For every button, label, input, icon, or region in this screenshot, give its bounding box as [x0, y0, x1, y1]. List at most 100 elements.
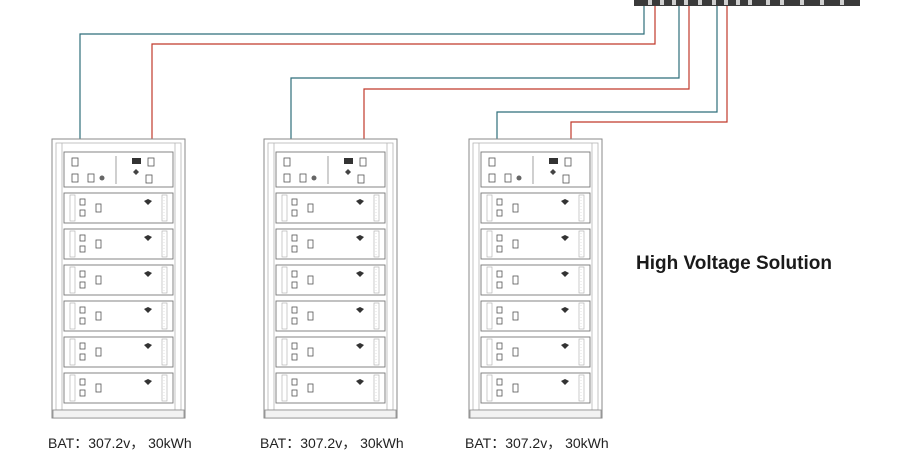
- inverter-body: [634, 0, 860, 6]
- module-handle: [281, 338, 288, 366]
- switch-icon: [311, 175, 317, 181]
- port-icon: [496, 198, 503, 206]
- module-handle: [281, 374, 288, 402]
- negative-cable: [290, 6, 680, 160]
- module-handle: [69, 338, 76, 366]
- module-body: [480, 372, 591, 404]
- battery-module: [275, 192, 386, 224]
- module-body: [480, 264, 591, 296]
- module-handle: [578, 266, 585, 294]
- battery-module: [275, 228, 386, 260]
- module-body: [63, 372, 174, 404]
- switch-icon: [144, 343, 152, 349]
- inverter-terminal: [766, 0, 770, 5]
- port-icon: [79, 209, 86, 217]
- positive-cable: [363, 6, 690, 160]
- switch-icon: [144, 307, 152, 313]
- module-handle: [281, 266, 288, 294]
- port-icon: [307, 275, 314, 285]
- module-handle: [69, 374, 76, 402]
- terminal-icon: [562, 174, 570, 184]
- port-icon: [307, 239, 314, 249]
- switch-icon: [356, 379, 364, 385]
- port-icon: [512, 311, 519, 321]
- module-body: [480, 336, 591, 368]
- module-body: [275, 192, 386, 224]
- module-handle: [281, 302, 288, 330]
- inverter-terminal: [820, 0, 824, 5]
- inverter-terminal: [648, 0, 652, 5]
- battery-module: [63, 300, 174, 332]
- module-handle: [373, 230, 380, 258]
- inverter-terminal: [736, 0, 740, 5]
- port-icon: [512, 347, 519, 357]
- battery-rack: [468, 138, 603, 419]
- port-icon: [496, 270, 503, 278]
- switch-icon: [99, 175, 105, 181]
- module-handle: [161, 302, 168, 330]
- port-icon: [79, 342, 86, 350]
- port-icon: [95, 275, 102, 285]
- inverter: [634, 0, 860, 6]
- port-icon: [95, 347, 102, 357]
- module-handle: [578, 302, 585, 330]
- switch-icon: [516, 175, 522, 181]
- port-icon: [291, 209, 298, 217]
- terminal-icon: [145, 174, 153, 184]
- terminal-icon: [147, 157, 155, 167]
- switch-icon: [356, 271, 364, 277]
- module-handle: [486, 302, 493, 330]
- module-handle: [578, 230, 585, 258]
- module-handle: [486, 374, 493, 402]
- module-handle: [161, 230, 168, 258]
- module-handle: [578, 194, 585, 222]
- terminal-icon: [299, 173, 307, 183]
- module-handle: [486, 338, 493, 366]
- port-icon: [291, 306, 298, 314]
- inverter-terminal: [712, 0, 716, 5]
- port-icon: [79, 389, 86, 397]
- breaker-icon: [550, 169, 556, 175]
- module-body: [480, 228, 591, 260]
- port-icon: [291, 353, 298, 361]
- switch-icon: [356, 199, 364, 205]
- terminal-icon: [488, 173, 496, 183]
- terminal-icon: [504, 173, 512, 183]
- battery-module: [63, 264, 174, 296]
- negative-cable: [79, 6, 645, 160]
- terminal-icon: [564, 157, 572, 167]
- rack-label-3: BAT：307.2v， 30kWh: [465, 435, 609, 451]
- port-icon: [79, 245, 86, 253]
- battery-module: [63, 228, 174, 260]
- port-icon: [291, 281, 298, 289]
- port-icon: [291, 389, 298, 397]
- port-icon: [291, 198, 298, 206]
- battery-module: [275, 300, 386, 332]
- diagram-title: High Voltage Solution: [636, 253, 832, 274]
- port-icon: [307, 203, 314, 213]
- battery-module: [480, 264, 591, 296]
- port-icon: [496, 209, 503, 217]
- port-icon: [496, 389, 503, 397]
- terminal-icon: [71, 157, 79, 167]
- module-handle: [373, 374, 380, 402]
- terminal-icon: [488, 157, 496, 167]
- inverter-terminal: [698, 0, 702, 5]
- switch-icon: [356, 343, 364, 349]
- module-body: [275, 372, 386, 404]
- battery-module: [480, 372, 591, 404]
- port-icon: [79, 306, 86, 314]
- switch-icon: [356, 235, 364, 241]
- port-icon: [291, 378, 298, 386]
- module-body: [63, 228, 174, 260]
- module-body: [275, 264, 386, 296]
- port-icon: [79, 317, 86, 325]
- inverter-terminal: [724, 0, 728, 5]
- module-body: [63, 336, 174, 368]
- terminal-icon: [87, 173, 95, 183]
- module-handle: [373, 266, 380, 294]
- display-icon: [549, 158, 558, 164]
- module-body: [275, 336, 386, 368]
- port-icon: [307, 383, 314, 393]
